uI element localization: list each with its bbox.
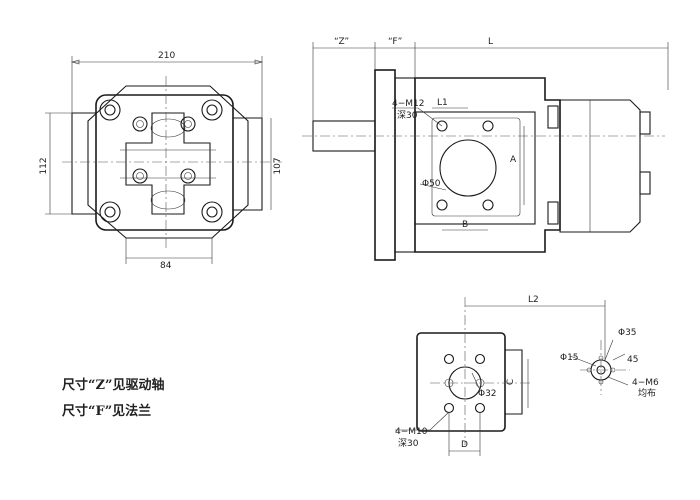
dim-l-label: L (488, 37, 493, 47)
dim-z-label: “Z” (334, 37, 349, 47)
port-flange-plate (431, 117, 521, 217)
dim-l1-label: L1 (437, 98, 448, 108)
left-port-boss (71, 112, 96, 215)
dim-d-label: D (461, 440, 468, 450)
dim-107-label: 107 (273, 157, 283, 174)
port-thread-depth: 深30 (398, 438, 419, 449)
outlet-bore (439, 139, 497, 197)
shaft-dia-inner: Φ15 (560, 353, 579, 363)
side-bore-dia: Φ50 (422, 179, 441, 189)
dim-210-label: 210 (158, 51, 175, 61)
side-view (302, 42, 669, 261)
body-square (95, 94, 234, 231)
central-cross (125, 112, 211, 215)
dim-c-label: C (506, 379, 516, 385)
dim-112-label: 112 (39, 157, 49, 174)
side-port-bolts (436, 120, 494, 211)
shaft-end-detail (569, 339, 630, 395)
right-port-boss (233, 117, 263, 211)
note-z: 尺寸“Z”见驱动轴 (62, 378, 165, 393)
port-flange-outline (416, 332, 506, 432)
side-thread-depth: 深30 (397, 110, 418, 121)
shaft-thread-note: 均布 (638, 387, 656, 399)
dim-a-label: A (510, 155, 517, 165)
dim-b-label: B (462, 220, 468, 230)
shaft-thread-spec: 4−M6 (632, 378, 659, 388)
port-flange-face (414, 111, 536, 225)
upper-port-oval (150, 118, 186, 138)
port-flange-tab (505, 349, 523, 415)
front-view (45, 56, 282, 264)
note-f: 尺寸“F”见法兰 (62, 404, 152, 419)
shaft-angle: 45 (627, 355, 638, 365)
port-bore-dia: Φ32 (478, 389, 497, 399)
side-thread-spec: 4−M12 (392, 99, 424, 109)
dim-84-label: 84 (160, 261, 172, 271)
lower-port-oval (150, 190, 186, 210)
port-view (395, 297, 606, 456)
port-view-bolts (443, 353, 486, 414)
rear-cover (559, 99, 641, 233)
front-bolts (99, 99, 223, 223)
shaft-dia-outer: Φ35 (618, 328, 637, 338)
dim-l2-label: L2 (528, 295, 539, 305)
inner-lines (120, 149, 216, 179)
dim-f-label: “F” (388, 37, 402, 47)
tie-bolts (547, 105, 651, 225)
port-thread-spec: 4−M10 (395, 427, 428, 437)
